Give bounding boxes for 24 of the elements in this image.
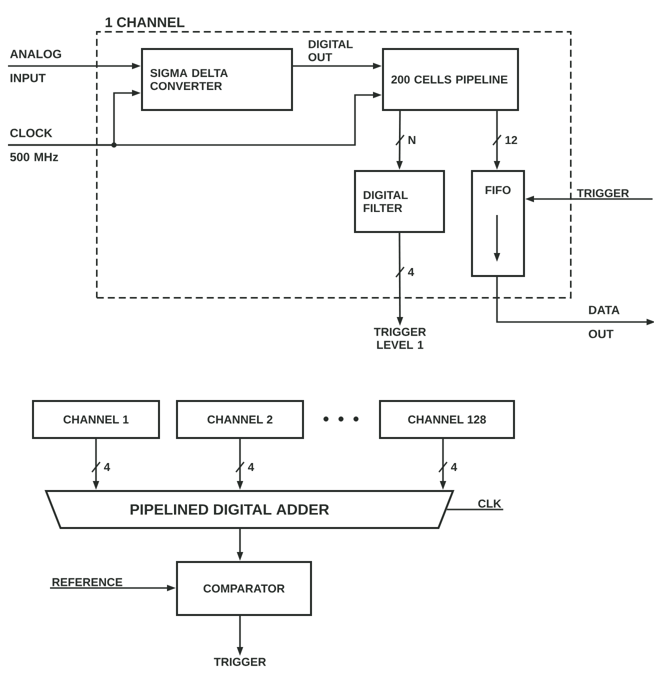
block-box: CHANNEL 128 [379, 400, 515, 439]
block-box: 200 CELLS PIPELINE [382, 48, 519, 111]
signal-label: TRIGGER [214, 658, 266, 666]
signal-label: DATA OUT [588, 306, 620, 338]
edge-label: 12 [506, 136, 518, 144]
block-box: CHANNEL 1 [32, 400, 160, 439]
signal-label: REFERENCE [52, 578, 122, 586]
block-box: COMPARATOR [176, 561, 312, 616]
signal-label: CLK [478, 500, 502, 508]
signal-label: ANALOG INPUT [10, 50, 62, 82]
signal-label: TRIGGER [576, 189, 629, 198]
node-label: 1 CHANNEL [106, 17, 184, 28]
signal-label: CLOCK 500 MHz [10, 128, 58, 162]
edge-label: DIGITAL OUT [308, 40, 353, 62]
edge-label: 4 [450, 463, 458, 471]
block-box: SIGMA DELTA CONVERTER [141, 48, 293, 111]
edge-label: N [408, 136, 416, 144]
signal-label: TRIGGER LEVEL 1 [374, 328, 426, 349]
block-box: CHANNEL 2 [176, 400, 304, 439]
edge-label: 4 [104, 463, 110, 471]
block-box: FIFO [471, 170, 525, 277]
edge-label: 4 [248, 463, 254, 471]
block-box: DIGITAL FILTER [354, 170, 445, 233]
edge-label: 4 [408, 268, 414, 276]
